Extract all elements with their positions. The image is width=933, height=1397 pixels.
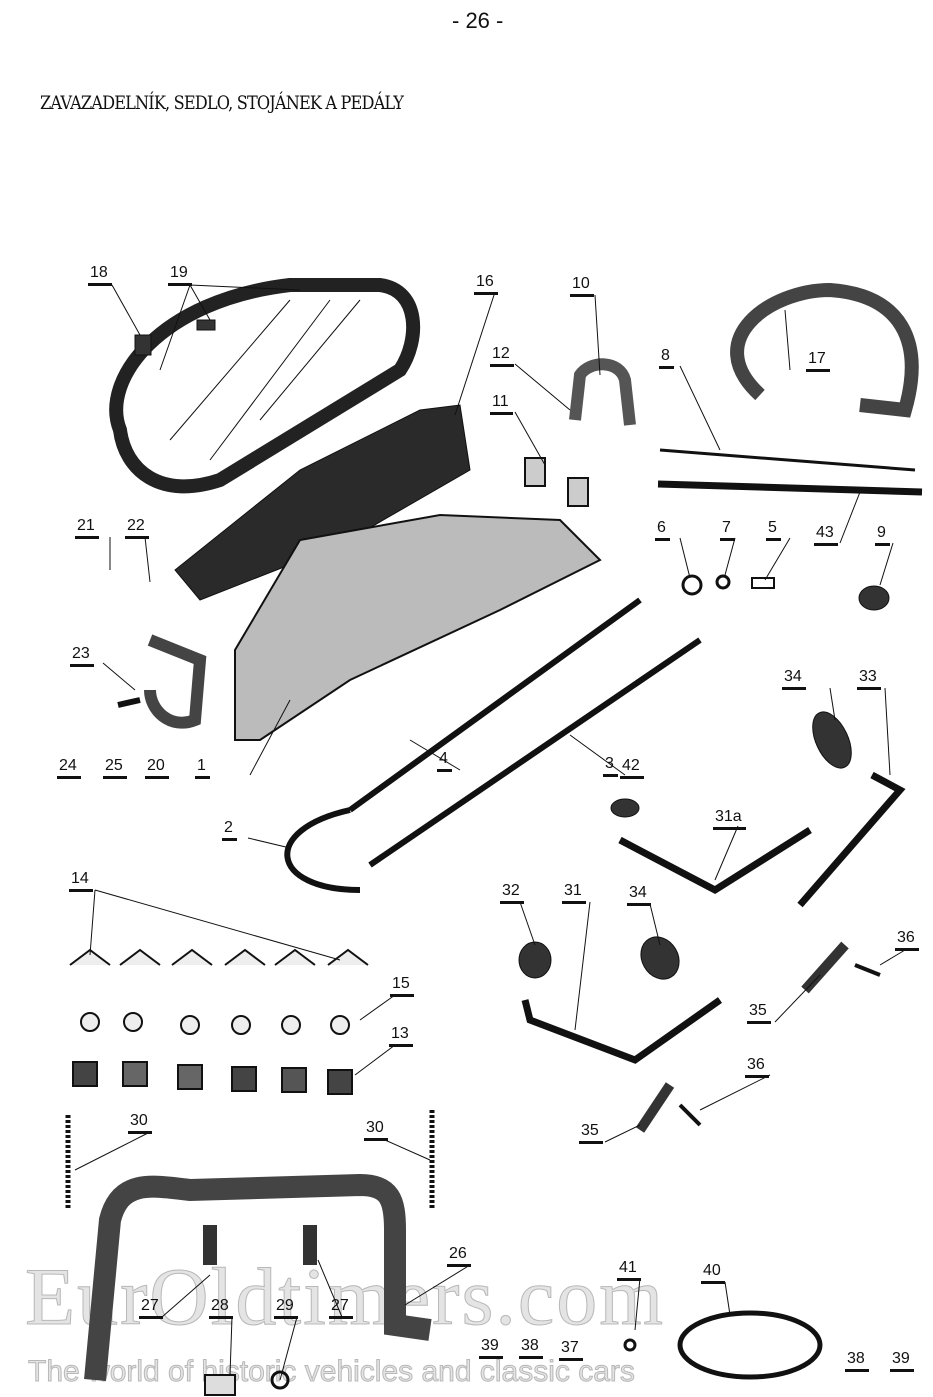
part-label: 24 <box>57 757 81 779</box>
part-label: 30 <box>128 1112 152 1134</box>
part-label: 3 <box>603 755 618 777</box>
watermark-brand: EurOldtimers.com <box>24 1251 666 1343</box>
part-label: 12 <box>490 345 514 367</box>
seat-cover <box>174 404 471 601</box>
handle <box>569 358 636 426</box>
part-label: 21 <box>75 517 99 539</box>
part-label: 30 <box>364 1119 388 1141</box>
part-label: 20 <box>145 757 169 779</box>
part-label: 39 <box>479 1337 503 1359</box>
part-label: 6 <box>655 519 670 541</box>
part-label: 15 <box>390 975 414 997</box>
seat-body <box>234 513 602 741</box>
part-label: 34 <box>627 884 651 906</box>
part-label: 7 <box>720 519 735 541</box>
part-label: 5 <box>766 519 781 541</box>
clamp <box>144 634 207 729</box>
part-label: 18 <box>88 264 112 286</box>
part-label: 34 <box>782 668 806 690</box>
part-label: 41 <box>617 1259 641 1281</box>
part-label: 27 <box>329 1297 353 1319</box>
part-label: 36 <box>895 929 919 951</box>
part-label: 38 <box>519 1337 543 1359</box>
part-label: 29 <box>274 1297 298 1319</box>
part-label: 38 <box>845 1350 869 1372</box>
part-label: 43 <box>814 524 838 546</box>
part-label: 40 <box>701 1262 725 1284</box>
part-label: 37 <box>559 1339 583 1361</box>
watermark-tagline: The world of historic vehicles and class… <box>28 1355 636 1389</box>
part-label: 36 <box>745 1056 769 1078</box>
part-label: 16 <box>474 273 498 295</box>
clip-part <box>134 334 152 356</box>
part-label: 35 <box>579 1122 603 1144</box>
cable <box>677 1310 823 1380</box>
part-label: 14 <box>69 870 93 892</box>
part-label: 42 <box>620 757 644 779</box>
page-number: - 26 - <box>452 8 504 33</box>
rod-8 <box>659 448 916 472</box>
part-label: 8 <box>659 347 674 369</box>
part-label: 27 <box>139 1297 163 1319</box>
part-label: 25 <box>103 757 127 779</box>
part-label: 39 <box>890 1350 914 1372</box>
part-label: 2 <box>222 819 237 841</box>
part-label: 4 <box>437 750 452 772</box>
part-label: 9 <box>875 524 890 546</box>
part-label: 17 <box>806 350 830 372</box>
wing-nuts <box>69 948 369 1095</box>
part-label: 19 <box>168 264 192 286</box>
pedal-rubber <box>812 711 852 769</box>
part-label: 10 <box>570 275 594 297</box>
part-label: 31 <box>562 882 586 904</box>
part-label: 32 <box>500 882 524 904</box>
part-label: 28 <box>209 1297 233 1319</box>
part-label: 22 <box>125 517 149 539</box>
part-label: 1 <box>195 757 210 779</box>
part-label: 31a <box>713 808 746 830</box>
seat-rim <box>284 597 702 893</box>
luggage-rack-frame <box>109 278 421 494</box>
stand <box>84 1173 432 1382</box>
part-label: 23 <box>70 645 94 667</box>
page-title: ZAVAZADELNÍK, SEDLO, STOJÁNEK A PEDÁLY <box>40 92 404 114</box>
part-label: 33 <box>857 668 881 690</box>
part-label: 26 <box>447 1245 471 1267</box>
part-label: 13 <box>389 1025 413 1047</box>
rod-43 <box>657 480 923 496</box>
pedal-arm-33 <box>521 771 906 1064</box>
grab-rail <box>730 282 919 418</box>
part-label: 35 <box>747 1002 771 1024</box>
part-label: 11 <box>490 393 513 415</box>
